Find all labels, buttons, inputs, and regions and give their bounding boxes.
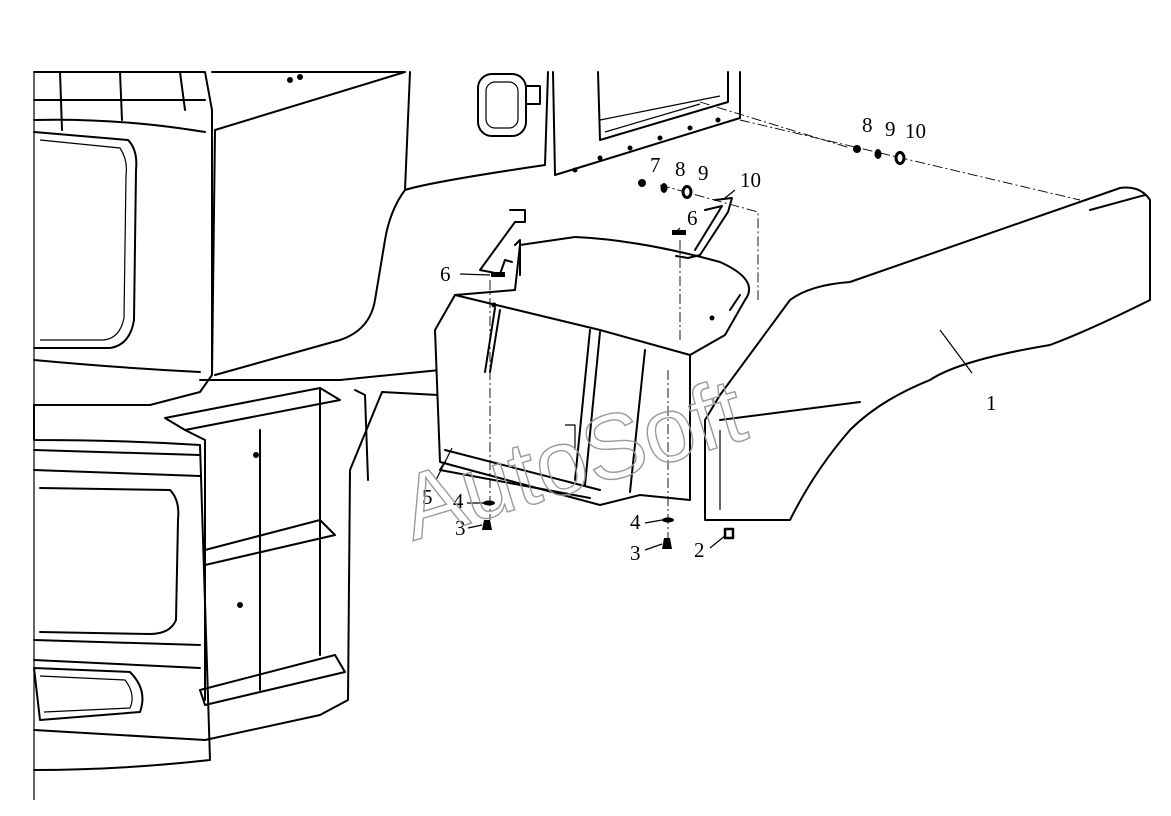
callout-5: 5 bbox=[422, 485, 433, 509]
callout-8b: 8 bbox=[675, 157, 686, 181]
fasteners bbox=[482, 145, 906, 549]
assembly-axis-lines bbox=[489, 101, 1081, 540]
callout-8a: 8 bbox=[862, 113, 873, 137]
callout-1: 1 bbox=[986, 391, 997, 415]
cab-step-assembly bbox=[33, 369, 441, 771]
fender-part-1 bbox=[704, 186, 1151, 521]
callout-3b: 3 bbox=[630, 541, 641, 565]
callout-2: 2 bbox=[694, 538, 705, 562]
bracket-right bbox=[675, 197, 733, 259]
callout-9b: 9 bbox=[698, 161, 709, 185]
callout-4b: 4 bbox=[630, 510, 641, 534]
callout-7: 7 bbox=[650, 153, 661, 177]
cab-body bbox=[33, 71, 741, 406]
mudguard-part-5 bbox=[434, 236, 751, 506]
callout-3a: 3 bbox=[455, 516, 466, 540]
callout-6a: 6 bbox=[440, 262, 451, 286]
callout-9a: 9 bbox=[885, 117, 896, 141]
bracket-left bbox=[479, 209, 526, 276]
callout-labels: 1 2 3 3 4 4 5 6 6 7 8 8 9 9 10 10 bbox=[422, 113, 997, 565]
callout-10b: 10 bbox=[740, 168, 761, 192]
callout-10a: 10 bbox=[905, 119, 926, 143]
callout-4a: 4 bbox=[453, 489, 464, 513]
callout-6b: 6 bbox=[687, 206, 698, 230]
leader-lines bbox=[435, 189, 973, 551]
